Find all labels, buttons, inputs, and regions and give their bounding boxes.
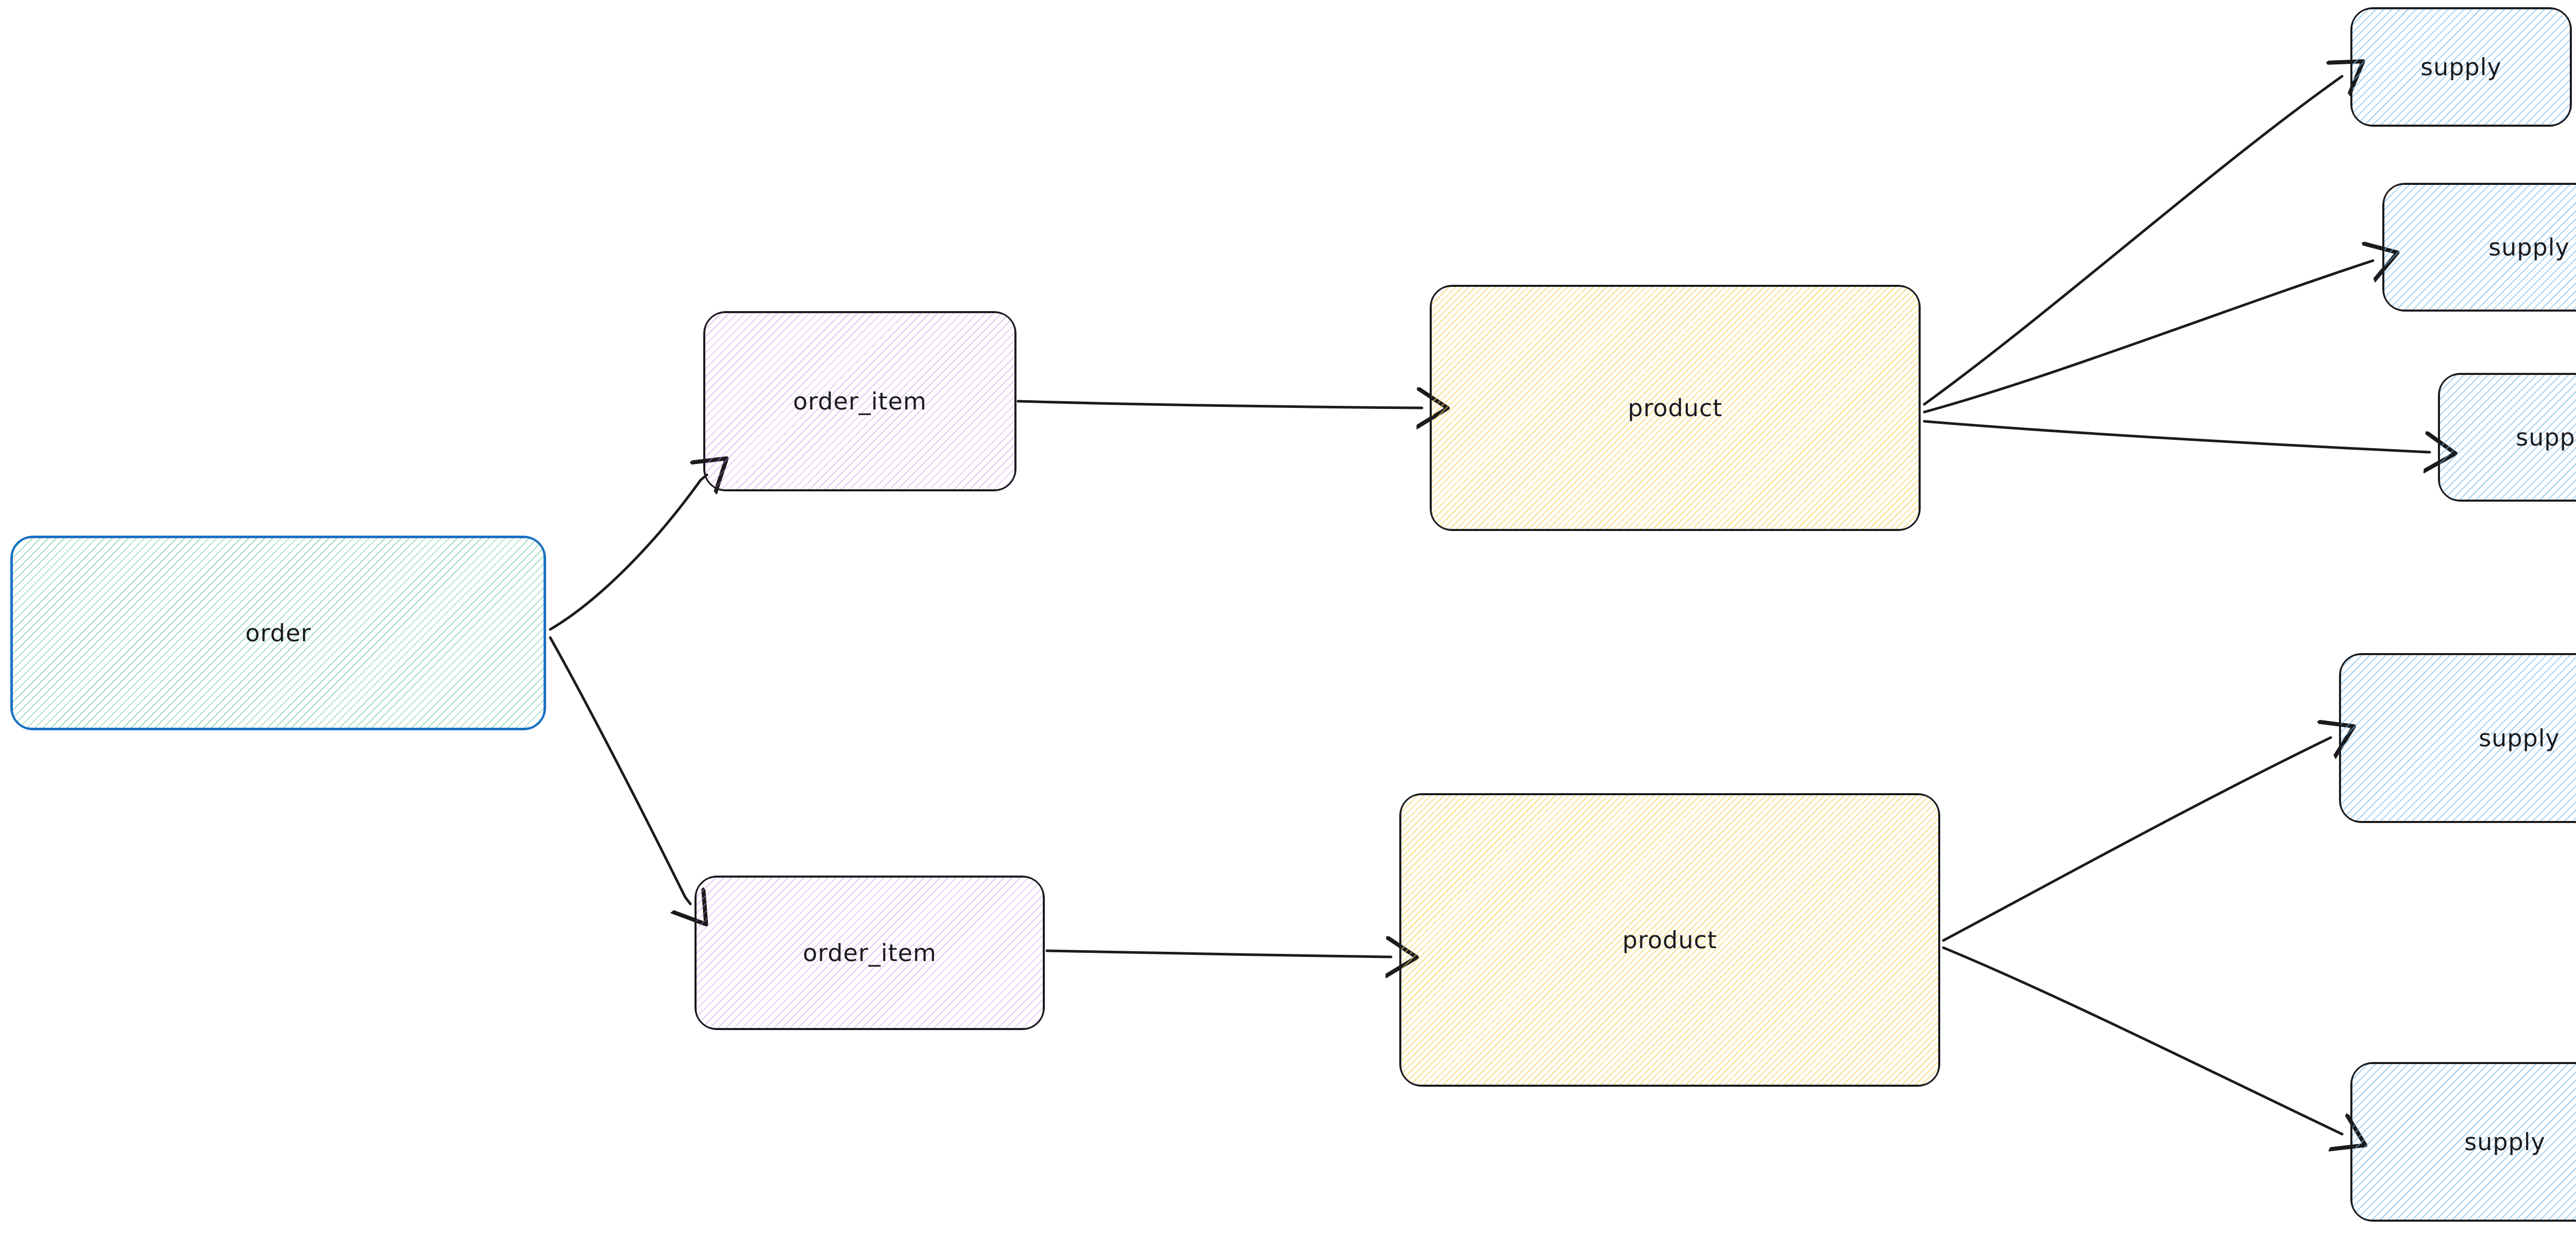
edge-product-bottom-to-supply-5 bbox=[1942, 946, 2342, 1134]
edge-product-bottom-to-supply-4 bbox=[1942, 738, 2331, 942]
node-supply-1-fill bbox=[2350, 7, 2572, 127]
node-supply-4[interactable]: supply bbox=[2339, 653, 2576, 823]
node-order-item-bottom-fill bbox=[694, 876, 1045, 1030]
node-order-item-bottom[interactable]: order_item bbox=[694, 876, 1045, 1030]
node-order-item-top[interactable]: order_item bbox=[703, 311, 1016, 491]
node-supply-2-fill bbox=[2382, 183, 2576, 312]
node-product-top-label: product bbox=[1628, 394, 1723, 422]
node-supply-1-label: supply bbox=[2420, 53, 2502, 81]
edge-order-item-top-to-product-top bbox=[1016, 401, 1422, 408]
node-order-item-top-fill bbox=[703, 311, 1016, 491]
node-supply-2-label: supply bbox=[2488, 233, 2570, 261]
node-supply-3-fill bbox=[2438, 373, 2576, 502]
edge-product-top-to-supply-2 bbox=[1923, 261, 2373, 414]
node-order-item-top-border bbox=[703, 311, 1016, 491]
node-supply-4-label: supply bbox=[2479, 724, 2560, 752]
node-order-item-bottom-label: order_item bbox=[803, 939, 937, 967]
edge-order-to-order-item-bottom bbox=[549, 636, 690, 904]
node-supply-5-fill bbox=[2350, 1062, 2576, 1222]
node-order-item-bottom-border bbox=[694, 876, 1045, 1030]
node-order-border bbox=[10, 536, 546, 730]
node-supply-5-label: supply bbox=[2464, 1128, 2546, 1156]
edge-order-item-bottom-to-product-bottom bbox=[1045, 951, 1391, 957]
node-supply-2[interactable]: supply bbox=[2382, 183, 2576, 312]
node-supply-1[interactable]: supply bbox=[2350, 7, 2572, 127]
node-product-top-fill bbox=[1430, 285, 1921, 531]
node-supply-3-label: supply bbox=[2516, 423, 2576, 451]
node-order-label: order bbox=[245, 619, 311, 647]
node-product-bottom[interactable]: product bbox=[1399, 793, 1940, 1087]
node-supply-5[interactable]: supply bbox=[2350, 1062, 2576, 1222]
node-order-item-top-label: order_item bbox=[793, 387, 927, 415]
node-supply-4-fill bbox=[2339, 653, 2576, 823]
node-supply-3[interactable]: supply bbox=[2438, 373, 2576, 502]
node-order[interactable]: order bbox=[10, 536, 546, 730]
node-product-bottom-label: product bbox=[1622, 926, 1717, 954]
node-product-bottom-fill bbox=[1399, 793, 1940, 1087]
edge-product-top-to-supply-1 bbox=[1923, 76, 2342, 406]
edge-order-to-order-item-top bbox=[549, 475, 707, 631]
node-order-fill bbox=[10, 536, 546, 730]
edge-product-top-to-supply-3 bbox=[1923, 420, 2430, 452]
node-product-top[interactable]: product bbox=[1430, 285, 1921, 531]
